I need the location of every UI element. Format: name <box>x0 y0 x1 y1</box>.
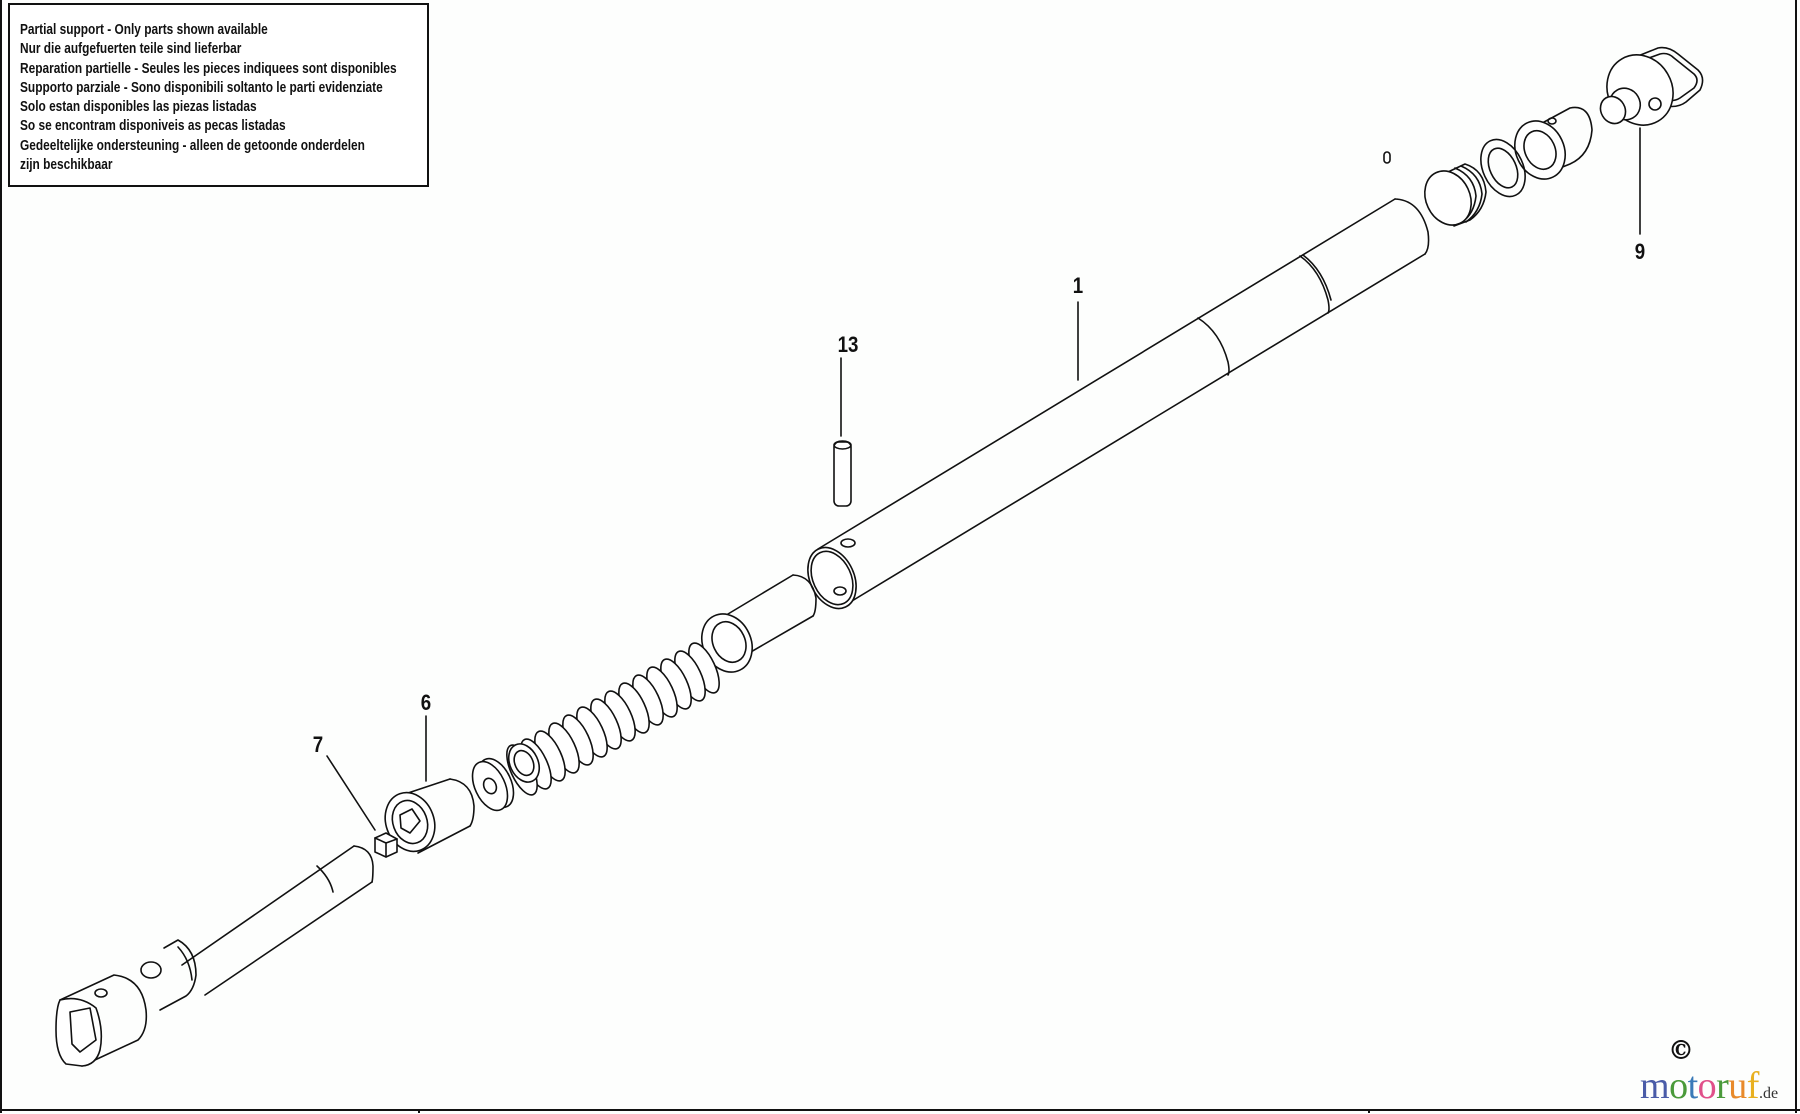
notice-line-es: Solo estan disponibles las piezas listad… <box>20 99 257 116</box>
logo-letter: o <box>1697 1065 1717 1107</box>
drive-extension-bar[interactable] <box>55 845 374 1067</box>
notice-lines: Partial support - Only parts shown avail… <box>20 21 479 175</box>
part-9-handle-cap[interactable] <box>1594 43 1704 137</box>
frame-border-left <box>0 0 2 1113</box>
callout-6[interactable]: 6 <box>420 690 432 715</box>
callout-7[interactable]: 7 <box>312 732 324 757</box>
logo-letter: t <box>1687 1065 1699 1107</box>
partial-support-notice: Partial support - Only parts shown avail… <box>8 3 429 187</box>
callout-1[interactable]: 1 <box>1072 273 1084 298</box>
threaded-plug[interactable] <box>1416 163 1487 232</box>
part-7-square-block[interactable] <box>374 832 398 858</box>
notice-line-fr: Reparation partielle - Seules les pieces… <box>20 60 397 77</box>
callout-9[interactable]: 9 <box>1634 239 1646 264</box>
small-pin[interactable] <box>1383 151 1391 164</box>
logo-letter: f <box>1746 1065 1760 1107</box>
notice-line-pt: So se encontram disponiveis as pecas lis… <box>20 118 286 135</box>
part-1-main-tube[interactable] <box>799 198 1430 616</box>
notice-line-de: Nur die aufgefuerten teile sind lieferba… <box>20 41 242 58</box>
frame-border-right <box>1795 0 1797 1113</box>
logo-tld: .de <box>1758 1085 1779 1102</box>
motoruf-logo[interactable]: motoruf.de <box>1640 1066 1778 1114</box>
logo-letter: m <box>1640 1065 1670 1107</box>
end-bushing[interactable] <box>1506 106 1593 187</box>
spring-seat[interactable] <box>465 753 520 816</box>
notice-line-nl-2: zijn beschikbaar <box>20 157 113 174</box>
spring-sleeve[interactable] <box>693 574 817 680</box>
leader-line-7 <box>326 755 376 831</box>
notice-line-en: Partial support - Only parts shown avail… <box>20 22 268 38</box>
end-washer[interactable] <box>1472 132 1534 203</box>
logo-letter: u <box>1728 1065 1747 1107</box>
logo-letter: r <box>1716 1065 1729 1107</box>
notice-line-it: Supporto parziale - Sono disponibili sol… <box>20 79 383 96</box>
frame-border-bottom <box>0 1109 1800 1111</box>
notice-line-nl: Gedeeltelijke ondersteuning - alleen de … <box>20 137 365 154</box>
border-tick <box>418 1109 420 1113</box>
part-13-roll-pin[interactable] <box>833 440 852 507</box>
callout-13[interactable]: 13 <box>837 332 859 357</box>
border-tick <box>1368 1109 1370 1113</box>
part-6-drive-socket[interactable] <box>377 778 475 858</box>
compression-spring[interactable] <box>501 639 726 799</box>
logo-letter: o <box>1669 1065 1688 1107</box>
copyright-symbol: © <box>1668 1036 1694 1066</box>
